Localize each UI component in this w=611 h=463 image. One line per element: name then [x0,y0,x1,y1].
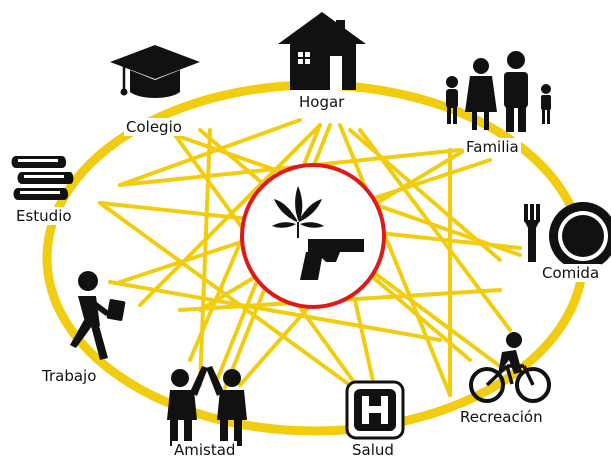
high-five-icon [167,366,247,446]
node-label-amistad: Amistad [172,441,238,459]
connection-line [238,298,317,387]
cyclist-icon [469,332,551,403]
node-label-estudio: Estudio [14,207,74,225]
node-label-familia: Familia [464,138,521,156]
cannabis-leaf-icon [272,186,324,238]
connection-line [108,280,442,342]
plate-fork-icon [524,202,611,270]
connection-line [188,218,252,362]
node-label-trabajo: Trabajo [40,367,99,385]
walking-worker-icon [70,271,126,360]
hospital-sign-icon [345,380,405,440]
graduation-cap-icon [110,45,200,98]
family-icon [446,51,551,132]
node-label-recreacion: Recreación [458,408,545,426]
connection-line [198,128,212,387]
node-label-salud: Salud [350,441,396,459]
books-icon [11,156,74,200]
connection-line [138,123,322,307]
center-circle [240,163,386,309]
node-label-hogar: Hogar [297,93,347,111]
connection-line [338,123,452,397]
house-icon [278,12,366,90]
node-label-comida: Comida [540,264,602,282]
node-label-colegio: Colegio [124,118,184,136]
connection-line [353,298,377,392]
connection-line [98,201,397,420]
handgun-icon [300,239,364,280]
connection-line [358,128,512,332]
